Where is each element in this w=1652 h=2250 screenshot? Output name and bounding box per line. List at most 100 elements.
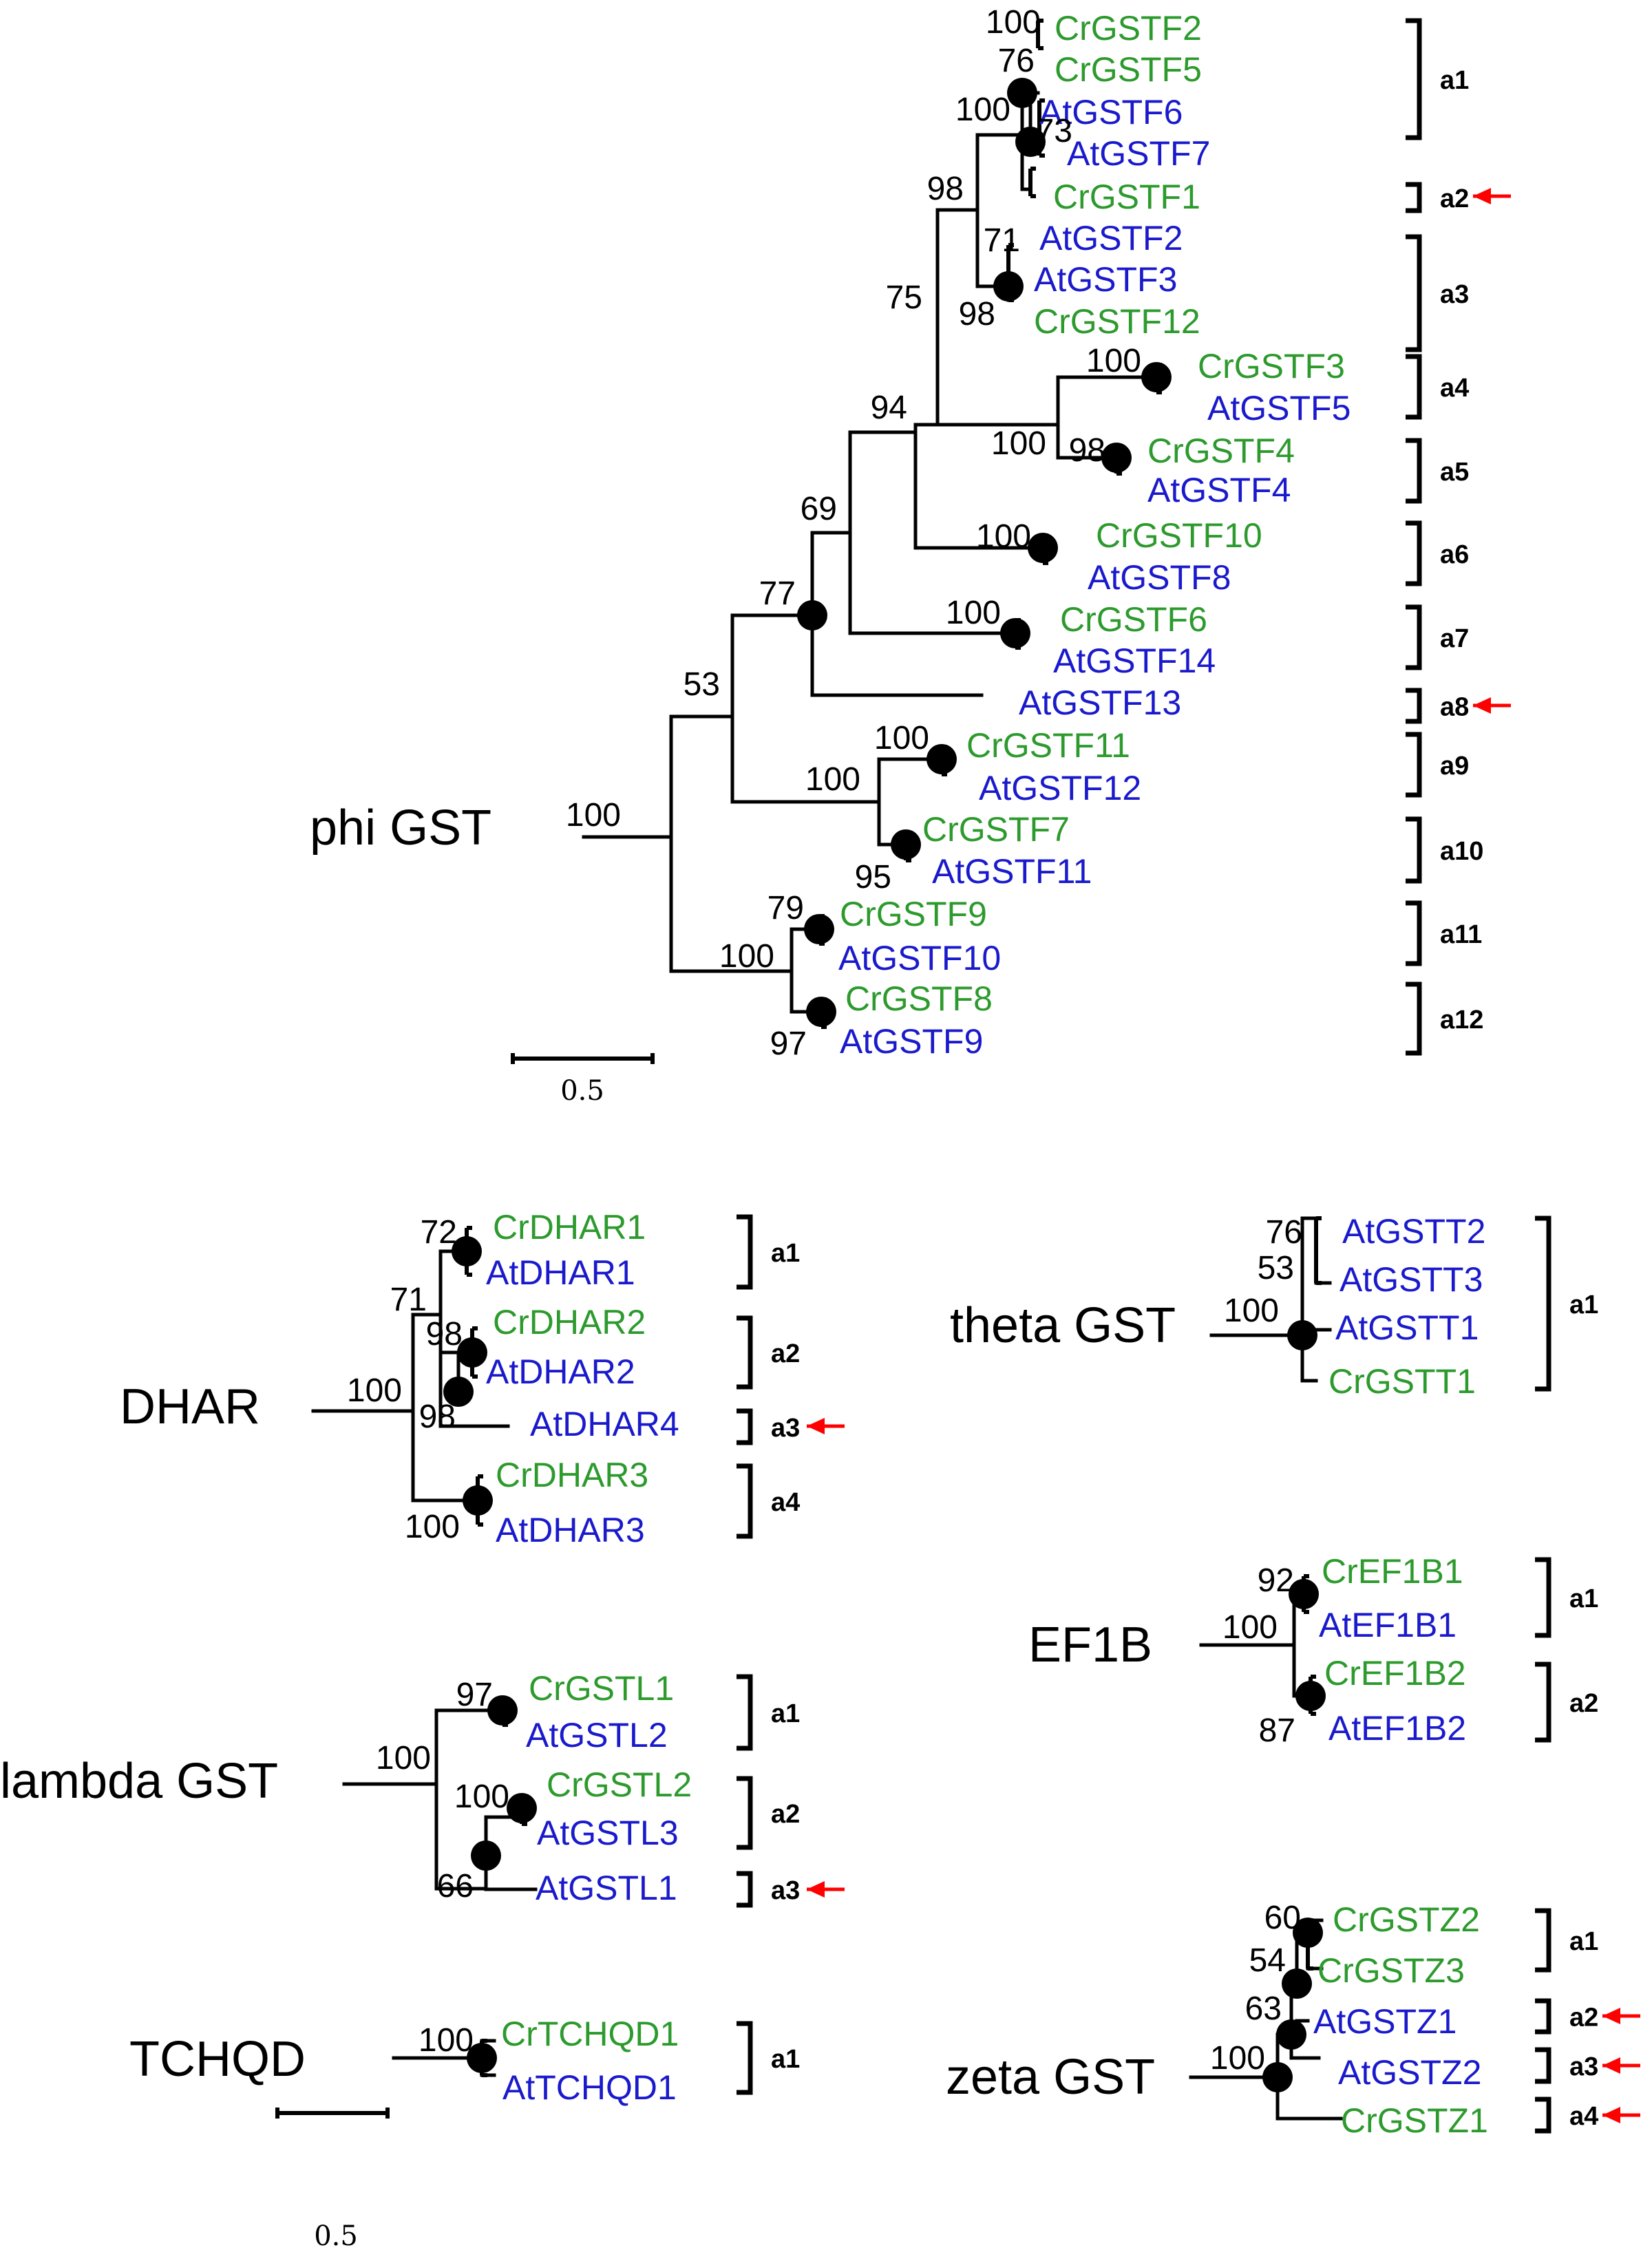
subgroup-label: a3 xyxy=(1440,280,1469,309)
leaf-label: AtGSTT1 xyxy=(1335,1308,1479,1347)
subgroup-label: a12 xyxy=(1440,1006,1483,1034)
leaf-label: AtGSTT2 xyxy=(1342,1212,1485,1251)
leaf-label: AtGSTF14 xyxy=(1053,641,1216,680)
subgroup-label: a2 xyxy=(1569,2004,1598,2033)
leaf-label: AtGSTF10 xyxy=(838,939,1001,977)
leaf-tick xyxy=(1028,167,1036,198)
bootstrap-value: 100 xyxy=(419,2022,474,2059)
leaf-label: AtGSTF7 xyxy=(1067,134,1210,173)
family-label-theta-gst: theta GST xyxy=(950,1298,1176,1353)
subgroup-bracket xyxy=(737,1315,753,1390)
subgroup-bracket xyxy=(1406,604,1422,670)
subgroup-bracket xyxy=(1406,438,1422,504)
subgroup-label: a2 xyxy=(771,1800,800,1829)
scale-bar-label: 0.5 xyxy=(314,2220,358,2250)
bootstrap-value: 98 xyxy=(927,171,964,207)
leaf-label: AtEF1B1 xyxy=(1319,1606,1457,1644)
leaf-label: CrGSTF5 xyxy=(1055,50,1202,89)
leaf-label: CrGSTF10 xyxy=(1096,516,1262,555)
leaf-tick xyxy=(1036,19,1044,50)
bootstrap-value: 98 xyxy=(419,1399,456,1435)
leaf-label: AtGSTT3 xyxy=(1339,1260,1483,1299)
node-marker xyxy=(471,1840,501,1871)
leaf-tick xyxy=(1309,1675,1316,1716)
bootstrap-value: 53 xyxy=(684,666,720,703)
leaf-tick xyxy=(465,1226,472,1277)
leaf-label: CrGSTZ2 xyxy=(1333,1900,1480,1939)
bootstrap-value: 75 xyxy=(886,279,922,316)
leaf-label: AtTCHQD1 xyxy=(502,2068,677,2107)
leaf-label: CrDHAR1 xyxy=(493,1208,646,1246)
family-label-tchqd: TCHQD xyxy=(129,2032,306,2087)
leaf-label: CrGSTF12 xyxy=(1034,302,1200,341)
subgroup-bracket xyxy=(1535,1998,1552,2035)
red-arrow-icon xyxy=(1602,2057,1620,2074)
leaf-label: AtDHAR2 xyxy=(486,1352,635,1391)
bootstrap-value: 100 xyxy=(991,425,1046,462)
scale-bar xyxy=(275,2108,390,2119)
subgroup-label: a8 xyxy=(1440,693,1469,722)
subgroup-bracket xyxy=(1406,688,1422,724)
node-marker xyxy=(1007,78,1037,108)
subgroup-bracket xyxy=(1406,732,1422,798)
leaf-tick xyxy=(500,1697,508,1727)
leaf-label: CrGSTF7 xyxy=(922,810,1070,849)
leaf-label: CrGSTF8 xyxy=(845,979,993,1018)
bootstrap-value: 69 xyxy=(801,491,837,527)
subgroup-label: a1 xyxy=(771,1239,800,1268)
bootstrap-value: 79 xyxy=(767,890,804,926)
subgroup-label: a3 xyxy=(771,1414,800,1443)
subgroup-bracket xyxy=(1406,234,1422,352)
leaf-label: CrGSTF6 xyxy=(1060,600,1207,639)
bootstrap-value: 100 xyxy=(805,761,860,798)
leaf-tick xyxy=(1013,618,1021,650)
leaf-label: AtEF1B2 xyxy=(1328,1709,1466,1748)
bootstrap-value: 100 xyxy=(347,1372,402,1409)
subgroup-label: a1 xyxy=(771,2045,800,2074)
red-arrow-icon xyxy=(807,1881,825,1898)
leaf-tick xyxy=(940,745,947,776)
leaf-label: CrGSTF1 xyxy=(1053,178,1200,216)
leaf-label: CrGSTL2 xyxy=(547,1765,692,1804)
leaf-label: AtGSTL2 xyxy=(526,1716,668,1754)
subgroup-bracket xyxy=(737,2021,753,2095)
bootstrap-value: 98 xyxy=(959,296,995,332)
bootstrap-value: 100 xyxy=(376,1740,431,1776)
branch xyxy=(480,2039,496,2077)
bootstrap-value: 100 xyxy=(986,4,1041,41)
leaf-label: AtGSTF11 xyxy=(932,852,1092,891)
subgroup-bracket xyxy=(1535,2097,1552,2134)
leaf-label: AtGSTF3 xyxy=(1034,260,1177,299)
bootstrap-value: 92 xyxy=(1258,1562,1294,1599)
subgroup-bracket xyxy=(1406,900,1422,966)
leaf-label: AtDHAR4 xyxy=(530,1405,679,1443)
leaf-label: CrGSTF9 xyxy=(840,895,987,933)
subgroup-bracket xyxy=(737,1463,753,1539)
branch xyxy=(1306,1918,1324,1971)
subgroup-bracket xyxy=(737,1214,753,1290)
leaf-tick xyxy=(1037,98,1045,158)
leaf-label: AtGSTF12 xyxy=(979,769,1141,807)
leaf-label: AtGSTL1 xyxy=(536,1869,677,1907)
subgroup-label: a3 xyxy=(771,1876,800,1905)
red-arrow-icon xyxy=(807,1418,825,1434)
subgroup-bracket xyxy=(1406,520,1422,586)
bootstrap-value: 97 xyxy=(770,1026,807,1062)
bootstrap-value: 100 xyxy=(1086,343,1141,379)
subgroup-bracket xyxy=(1406,816,1422,884)
leaf-label: CrGSTZ3 xyxy=(1317,1951,1465,1990)
leaf-label: CrTCHQD1 xyxy=(501,2015,679,2053)
subgroup-label: a11 xyxy=(1440,920,1482,949)
bootstrap-value: 100 xyxy=(405,1509,460,1545)
leaf-label: CrGSTF2 xyxy=(1055,9,1202,47)
bootstrap-value: 100 xyxy=(719,938,774,975)
leaf-label: AtGSTF4 xyxy=(1147,471,1291,509)
leaf-label: AtGSTZ2 xyxy=(1338,2053,1481,2092)
subgroup-bracket xyxy=(737,1674,753,1751)
red-arrow-icon xyxy=(1602,2008,1620,2024)
leaf-label: CrGSTZ1 xyxy=(1341,2101,1488,2140)
subgroup-label: a7 xyxy=(1440,624,1469,653)
family-label-lambda-gst: lambda GST xyxy=(0,1754,278,1809)
bootstrap-value: 98 xyxy=(1069,432,1105,469)
leaf-label: AtGSTZ1 xyxy=(1313,2002,1457,2041)
